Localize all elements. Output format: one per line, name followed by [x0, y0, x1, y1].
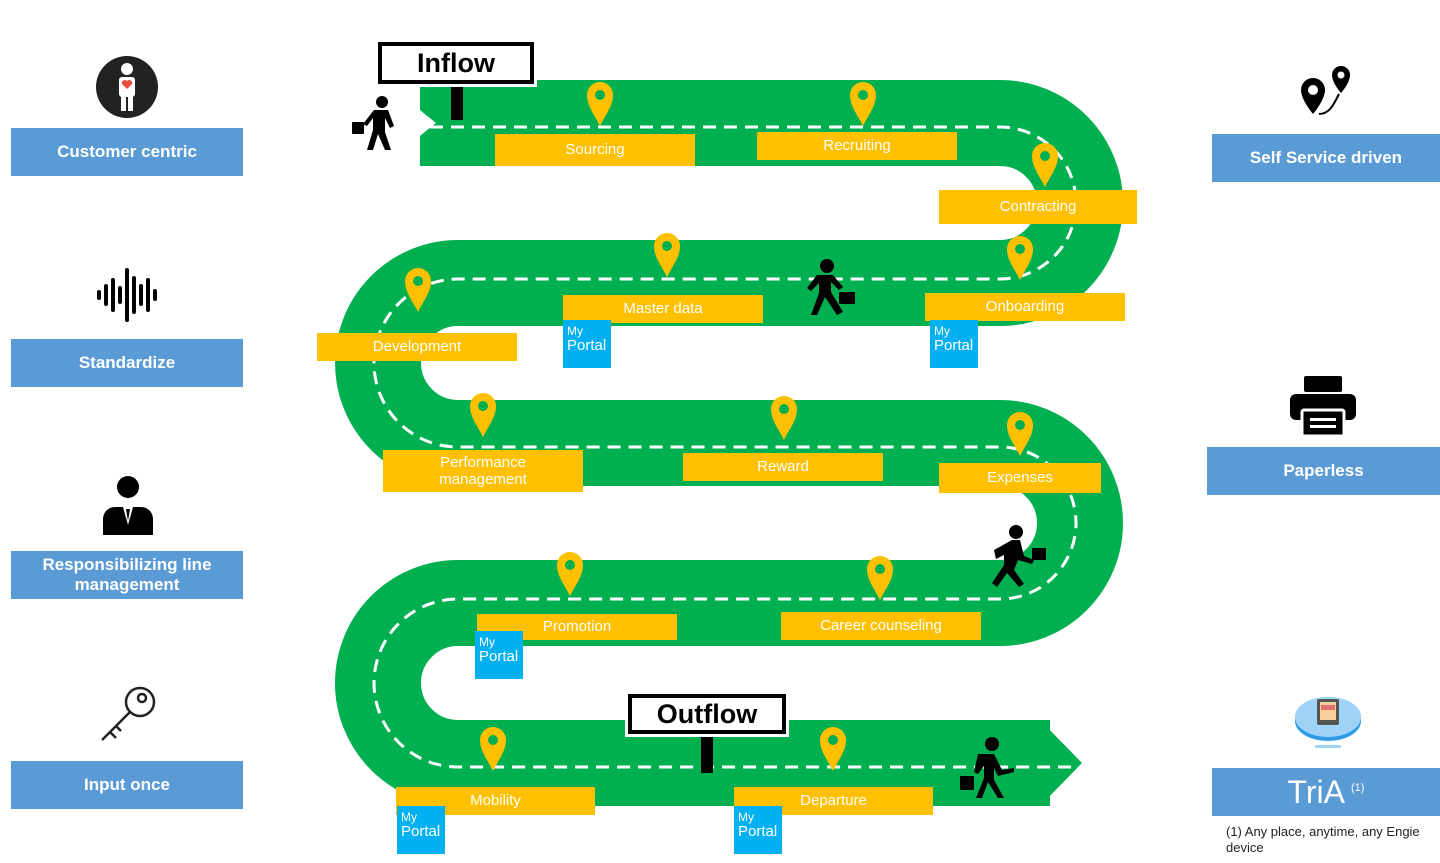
key-icon: [96, 684, 160, 744]
principle-standardize: Standardize: [11, 339, 243, 387]
inflow-sign: Inflow: [378, 42, 534, 84]
location-pin-dot: [565, 560, 575, 570]
location-pin-dot: [488, 735, 498, 745]
step-career-counseling: Career counseling: [781, 612, 981, 640]
tria-label: TriA: [1288, 773, 1345, 811]
location-pin-dot: [1040, 151, 1050, 161]
outflow-sign-post: [701, 728, 713, 773]
tria-device-icon: [1293, 693, 1363, 753]
principle-customer-centric: Customer centric: [11, 128, 243, 176]
tria-box: TriA (1): [1212, 768, 1440, 816]
outflow-sign: Outflow: [628, 694, 786, 734]
step-development: Development: [317, 333, 517, 361]
soundwave-icon: [95, 264, 159, 326]
tria-superscript: (1): [1351, 782, 1364, 795]
principle-responsibilizing-line-management: Responsibilizing line management: [11, 551, 243, 599]
step-expenses: Expenses: [939, 463, 1101, 493]
step-performance-management: Performance management: [383, 450, 583, 492]
principle-paperless: Paperless: [1207, 447, 1440, 495]
location-pin-dot: [858, 90, 868, 100]
location-pin-dot: [828, 735, 838, 745]
customer-centric-icon: [95, 55, 159, 119]
location-pin-dot: [779, 404, 789, 414]
step-recruiting: Recruiting: [757, 132, 957, 160]
step-onboarding: Onboarding: [925, 293, 1125, 321]
location-pin-dot: [478, 401, 488, 411]
principle-self-service-driven: Self Service driven: [1212, 134, 1440, 182]
step-master-data: Master data: [563, 295, 763, 323]
location-pin-dot: [1015, 420, 1025, 430]
location-pins-icon: [1295, 64, 1355, 120]
printer-icon: [1288, 374, 1358, 438]
road-end-arrow: [1040, 720, 1082, 806]
location-pin-dot: [875, 564, 885, 574]
tria-footnote: (1) Any place, anytime, any Engie device: [1226, 824, 1432, 855]
location-pin-dot: [413, 276, 423, 286]
location-pin-dot: [1015, 244, 1025, 254]
step-sourcing: Sourcing: [495, 134, 695, 166]
principle-input-once: Input once: [11, 761, 243, 809]
manager-icon: [101, 475, 155, 537]
location-pin-dot: [662, 241, 672, 251]
location-pin-dot: [595, 90, 605, 100]
step-contracting: Contracting: [939, 190, 1137, 224]
step-reward: Reward: [683, 453, 883, 481]
